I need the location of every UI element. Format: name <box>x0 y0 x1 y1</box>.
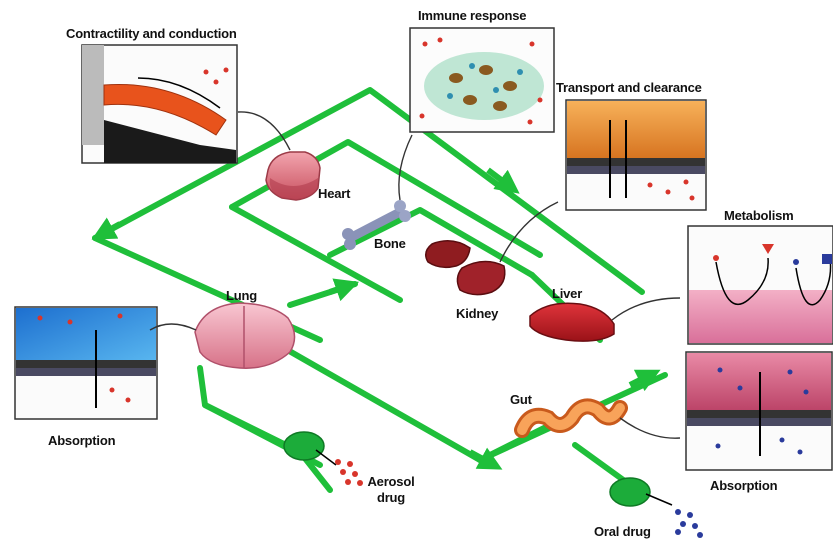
oral-drug-label: Oral drug <box>594 524 651 539</box>
callout-gut <box>620 418 680 438</box>
liver-label: Liver <box>552 286 582 301</box>
heart-organ <box>266 152 320 200</box>
oral-drug-particles <box>675 509 703 538</box>
bone-label: Bone <box>374 236 406 251</box>
absorption-right-panel <box>686 352 832 470</box>
callout-bone <box>399 135 412 200</box>
channel-left-return <box>200 368 330 490</box>
callout-liver <box>612 298 680 320</box>
aerosol-drug-label: Aerosol drug <box>358 474 424 506</box>
contractility-label: Contractility and conduction <box>66 26 237 41</box>
lung-label: Lung <box>226 288 257 303</box>
metabolism-label: Metabolism <box>724 208 794 223</box>
gut-organ <box>522 406 620 430</box>
heart-label: Heart <box>318 186 350 201</box>
lung-organ <box>195 303 295 368</box>
transport-clearance-label: Transport and clearance <box>556 80 702 95</box>
absorption-left-label: Absorption <box>48 433 115 448</box>
absorption-right-label: Absorption <box>710 478 777 493</box>
immune-response-label: Immune response <box>418 8 526 23</box>
liver-organ <box>530 303 614 341</box>
gut-label: Gut <box>510 392 532 407</box>
contractility-panel <box>82 45 237 163</box>
flow-arrow-lung-out <box>330 285 350 292</box>
metabolism-panel <box>688 226 833 344</box>
oral-arrow <box>646 494 672 505</box>
kidney-label: Kidney <box>456 306 498 321</box>
aerosol-inlet-port <box>284 432 324 460</box>
immune-response-panel <box>410 28 554 132</box>
absorption-left-panel <box>15 307 157 419</box>
transport-clearance-panel <box>566 100 706 210</box>
oral-inlet-port <box>610 478 650 506</box>
